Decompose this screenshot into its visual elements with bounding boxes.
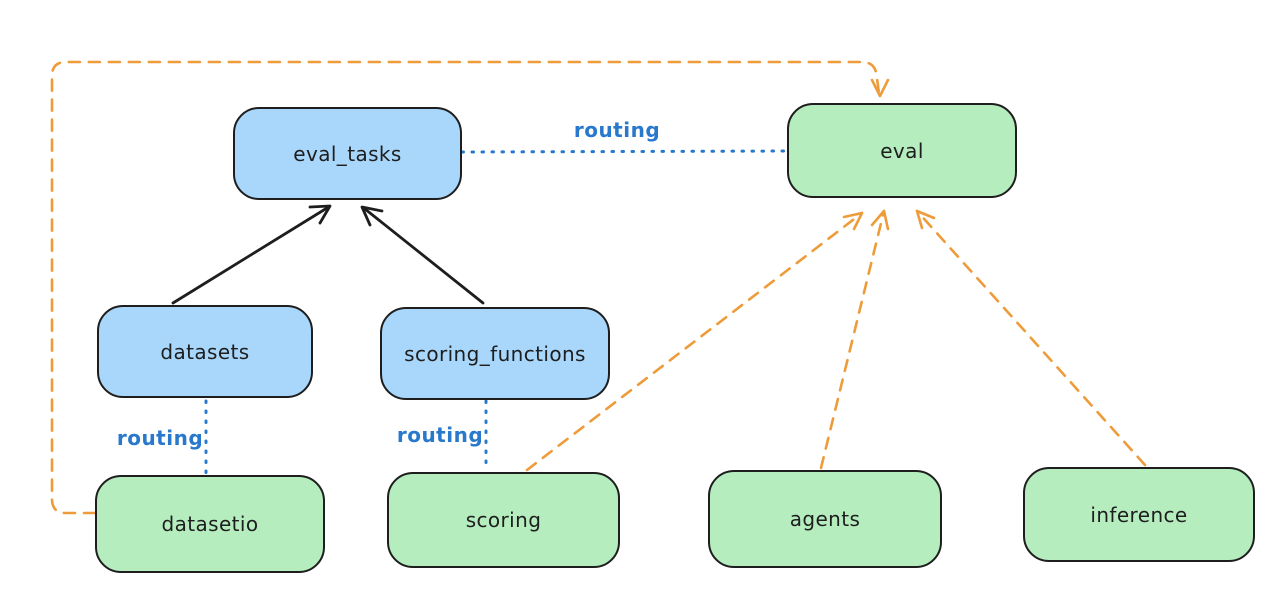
node-label: scoring — [465, 508, 542, 532]
node-label: eval_tasks — [293, 141, 402, 166]
arrowhead — [842, 211, 864, 231]
node-label: datasets — [160, 339, 250, 364]
arrowhead — [308, 204, 332, 225]
node-scoring-functions: scoring_functions — [380, 307, 610, 400]
edge-label-routing-scoring: routing — [396, 423, 484, 447]
node-label: inference — [1090, 502, 1188, 527]
node-scoring: scoring — [387, 472, 620, 568]
node-inference: inference — [1023, 467, 1255, 562]
node-label: scoring_functions — [404, 341, 586, 366]
edge-datasetio-to-eval — [50, 60, 890, 515]
node-agents: agents — [708, 470, 942, 568]
arrowhead — [360, 205, 384, 227]
edge-scoring-functions-to-eval-tasks — [360, 205, 485, 305]
edge-scoring-to-eval — [525, 211, 864, 472]
edge-eval-tasks-to-eval — [460, 149, 790, 154]
node-datasets: datasets — [97, 305, 313, 398]
edge-inference-to-eval — [915, 209, 1147, 467]
node-eval: eval — [787, 103, 1017, 198]
arrowhead — [870, 209, 890, 231]
arrowhead — [870, 78, 890, 98]
node-label: agents — [789, 507, 861, 531]
node-label: eval — [880, 138, 924, 163]
edge-label-routing-datasetio: routing — [116, 426, 204, 450]
edge-datasets-to-eval-tasks — [171, 204, 332, 305]
node-label: datasetio — [161, 512, 259, 536]
arrowhead — [915, 209, 936, 230]
node-eval-tasks: eval_tasks — [233, 107, 462, 200]
edge-label-routing-eval: routing — [573, 118, 661, 142]
edge-agents-to-eval — [819, 209, 890, 470]
node-datasetio: datasetio — [95, 475, 325, 573]
